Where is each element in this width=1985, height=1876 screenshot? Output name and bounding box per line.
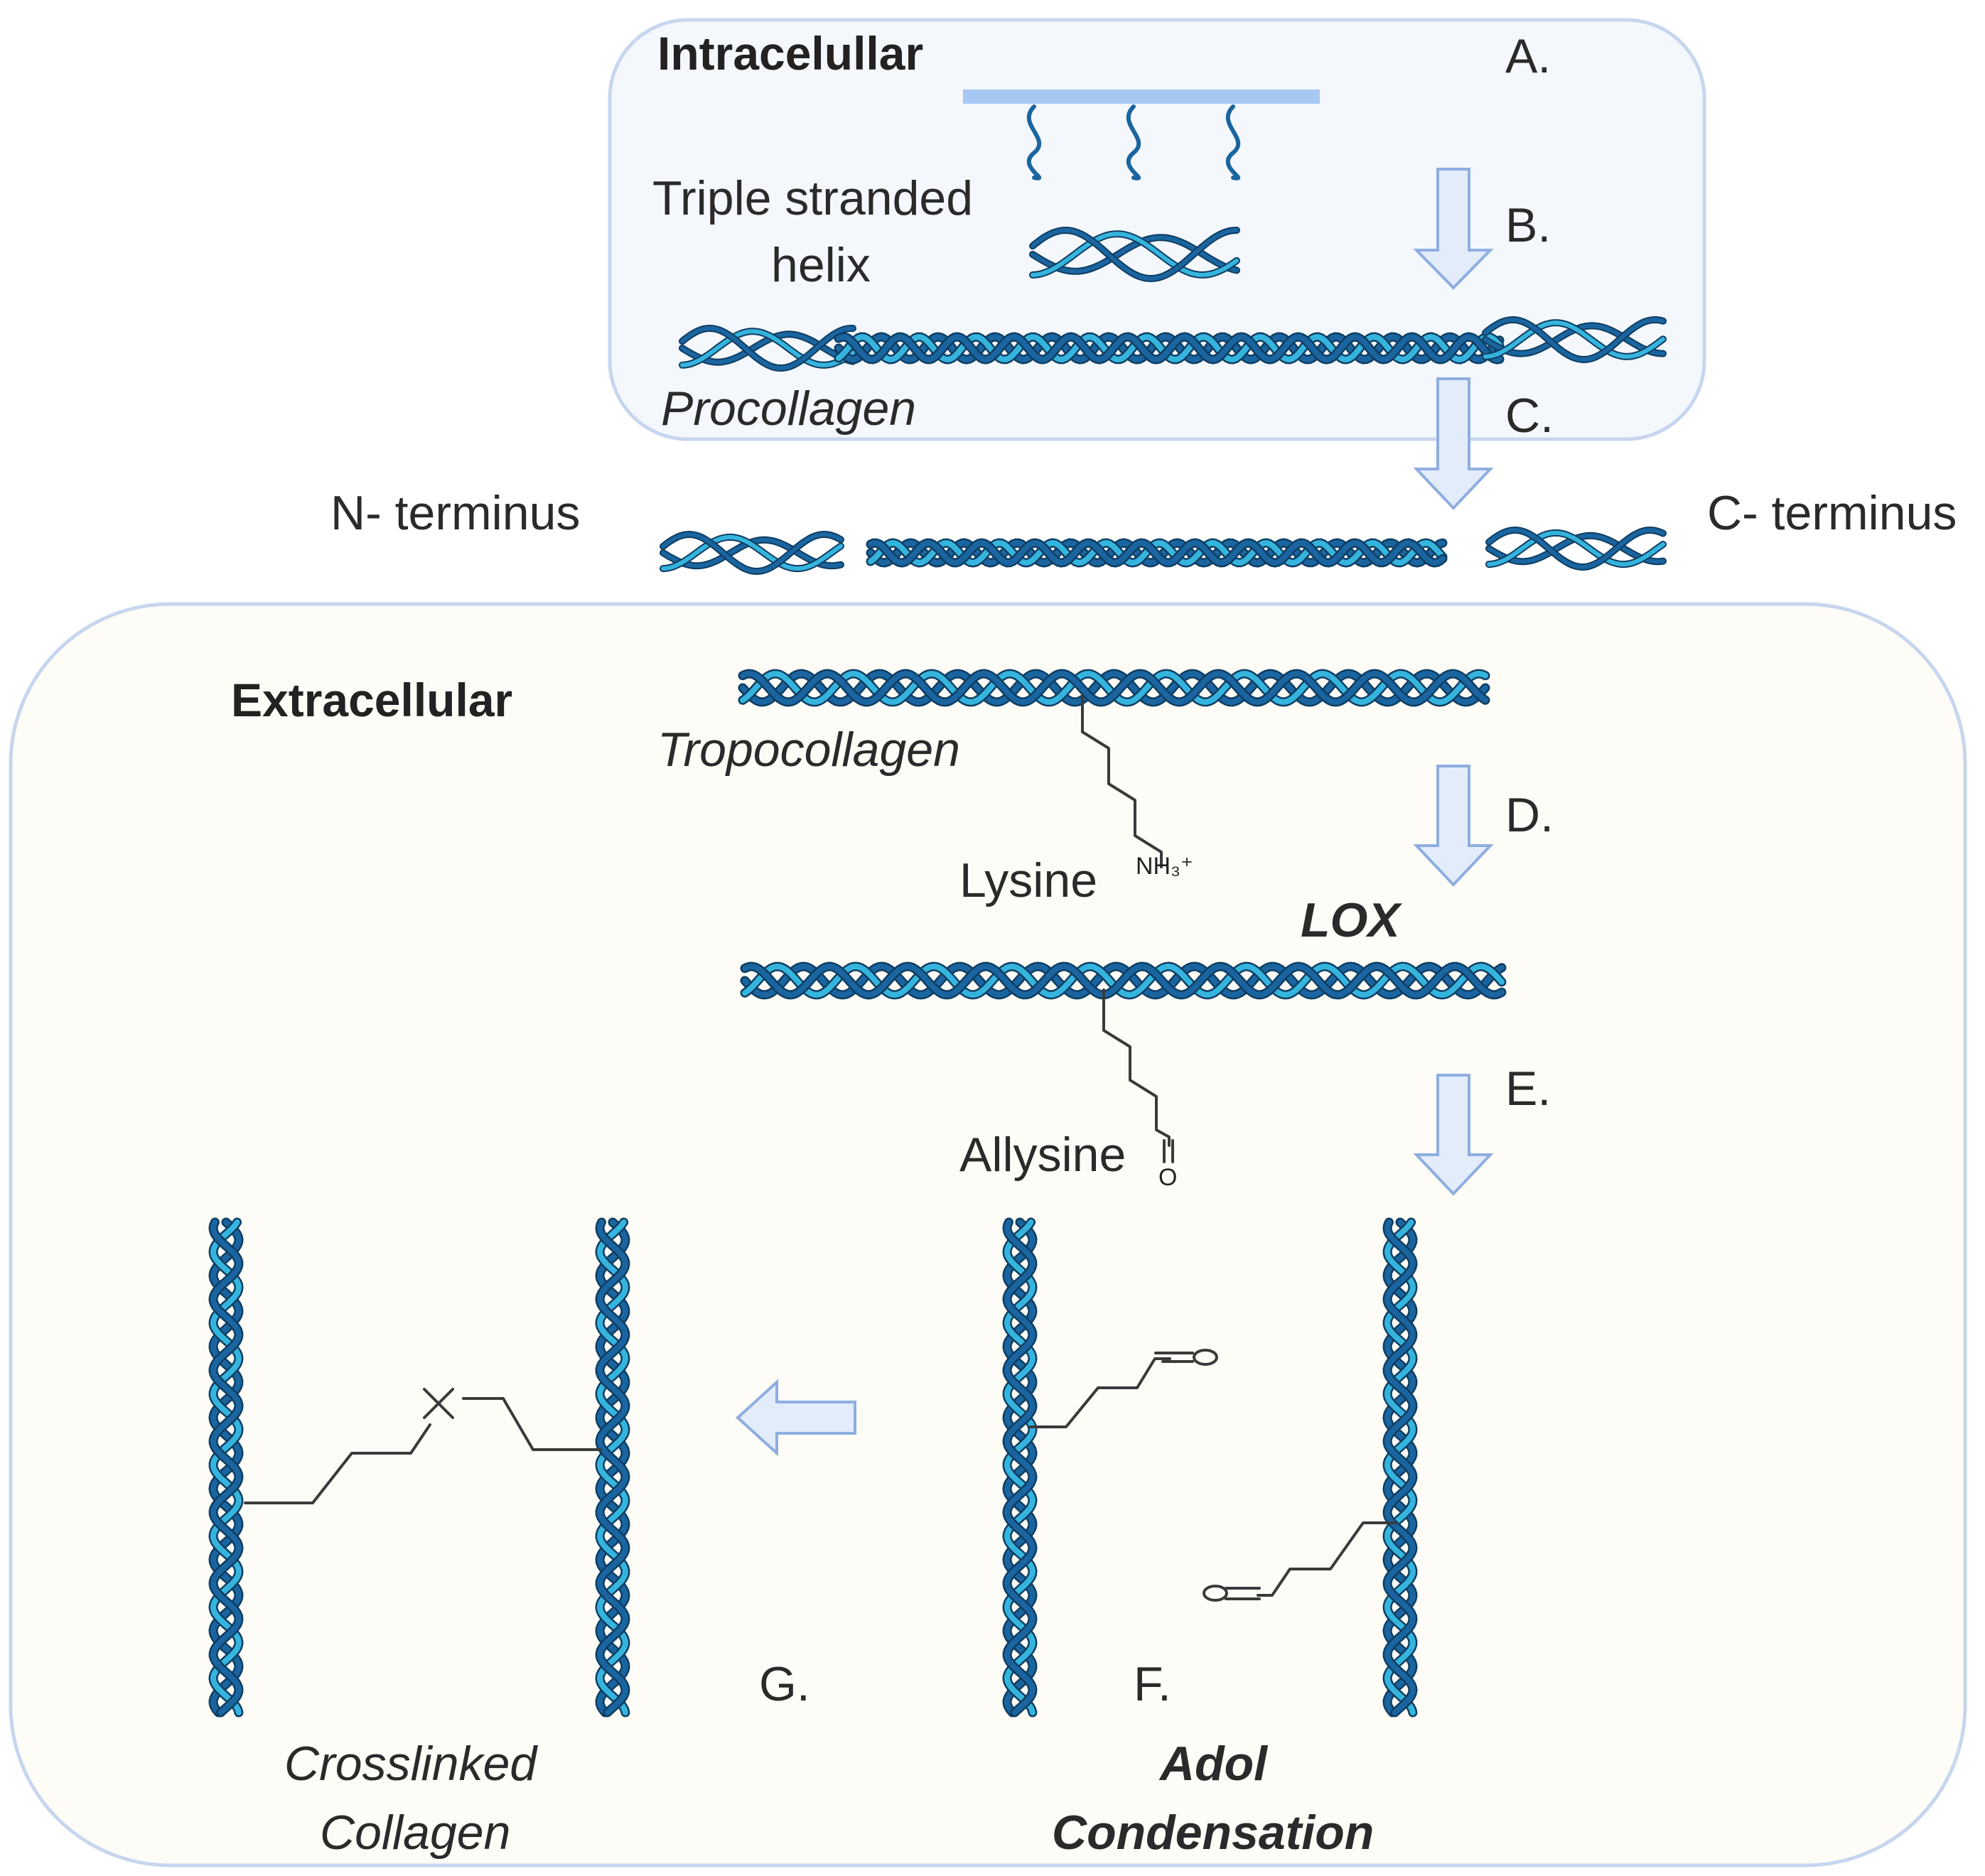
c-terminus-label: C- terminus xyxy=(1707,486,1957,540)
extracellular-panel xyxy=(9,602,1967,1867)
crosslinked-fiber-left xyxy=(208,1217,244,1718)
adol-label-line2: Condensation xyxy=(1052,1806,1374,1860)
down-arrow-icon xyxy=(1413,377,1494,510)
nascent-chain xyxy=(1225,104,1241,180)
aldol-chain-upper xyxy=(1029,1357,1171,1428)
helix-label-line1: Triple stranded xyxy=(652,171,973,225)
adol-label-line1: Adol xyxy=(1158,1737,1269,1791)
tropocollagen-label: Tropocollagen xyxy=(657,723,960,777)
step-a-label: A. xyxy=(1505,29,1551,83)
collagen-strand xyxy=(1031,227,1239,281)
crosslinked-label-line2: Collagen xyxy=(320,1806,510,1860)
collagen-strand xyxy=(868,539,1446,566)
intracellular-title: Intracelullar xyxy=(657,27,923,80)
tropocollagen-fiber xyxy=(738,669,1490,707)
down-arrow-icon xyxy=(1413,1074,1494,1196)
extracellular-title: Extracellular xyxy=(231,674,512,726)
collagen-strand xyxy=(836,333,1502,363)
collagen-strand xyxy=(1483,317,1665,362)
collagen-strand xyxy=(1031,235,1239,274)
down-arrow-icon xyxy=(1413,168,1494,290)
step-b-label: B. xyxy=(1505,198,1551,252)
crosslink-x-2 xyxy=(423,1388,454,1419)
crosslinked-fiber-right xyxy=(595,1217,630,1718)
collagen-strand xyxy=(210,1219,242,1715)
down-arrow-icon xyxy=(1413,765,1494,887)
nascent-chains xyxy=(1026,104,1241,180)
collagen-strand xyxy=(742,963,1505,998)
membrane-bar xyxy=(963,90,1320,104)
crosslinked-label-line1: Crosslinked xyxy=(284,1737,538,1791)
crosslink-chain-left xyxy=(244,1423,431,1504)
n-terminus-label: N- terminus xyxy=(330,486,580,540)
collagen-strand xyxy=(1004,1219,1036,1715)
procollagen-fiber xyxy=(679,316,1667,372)
lysine-label: Lysine xyxy=(959,853,1097,907)
collagen-strand xyxy=(680,329,855,367)
step-c-label: C. xyxy=(1505,389,1554,443)
aldol-fiber-right xyxy=(1382,1217,1418,1718)
c-terminus-fragment xyxy=(1485,526,1667,571)
step-g-label: G. xyxy=(759,1657,810,1711)
collagen-strand xyxy=(1031,232,1239,277)
collagen-strand xyxy=(661,532,843,574)
collagen-strand xyxy=(661,534,843,571)
left-arrow-icon xyxy=(736,1379,856,1457)
step-d-label: D. xyxy=(1505,788,1554,842)
collagen-strand xyxy=(680,332,855,365)
allysine-label: Allysine xyxy=(959,1128,1126,1182)
allysine-sidechain xyxy=(1102,988,1171,1147)
procollagen-label: Procollagen xyxy=(661,382,916,436)
collagen-strand xyxy=(1487,527,1665,570)
nascent-chain xyxy=(1026,104,1042,180)
step-f-label: F. xyxy=(1134,1657,1171,1711)
collagen-strand xyxy=(680,325,855,371)
collagen-strand xyxy=(836,333,1502,363)
collagen-strand xyxy=(1487,530,1665,567)
collagen-strand xyxy=(1384,1219,1416,1715)
allysine-fiber xyxy=(740,961,1507,1000)
aldol-oxygen-lower xyxy=(1203,1585,1228,1602)
collagen-strand xyxy=(740,670,1488,706)
triple-helix-icon xyxy=(1029,226,1240,283)
nascent-chain xyxy=(1126,104,1141,180)
step-e-label: E. xyxy=(1505,1062,1551,1116)
helix-label-line2: helix xyxy=(771,238,871,292)
aldol-fiber-left xyxy=(1002,1217,1038,1718)
lysine-amine-group: NH₃⁺ xyxy=(1136,853,1193,880)
cleaved-collagen-fragment xyxy=(866,538,1448,568)
aldol-oxygen-upper xyxy=(1193,1349,1218,1366)
lox-enzyme-label: LOX xyxy=(1301,893,1402,947)
collagen-strand xyxy=(742,963,1505,998)
n-terminus-fragment xyxy=(660,530,844,576)
crosslink-chain-right xyxy=(462,1397,602,1451)
collagen-strand xyxy=(1483,320,1665,359)
aldol-chain-lower xyxy=(1257,1521,1397,1597)
aldehyde-oxygen-label: O xyxy=(1158,1164,1177,1191)
lysine-sidechain xyxy=(1081,695,1163,868)
collagen-strand xyxy=(596,1219,629,1715)
